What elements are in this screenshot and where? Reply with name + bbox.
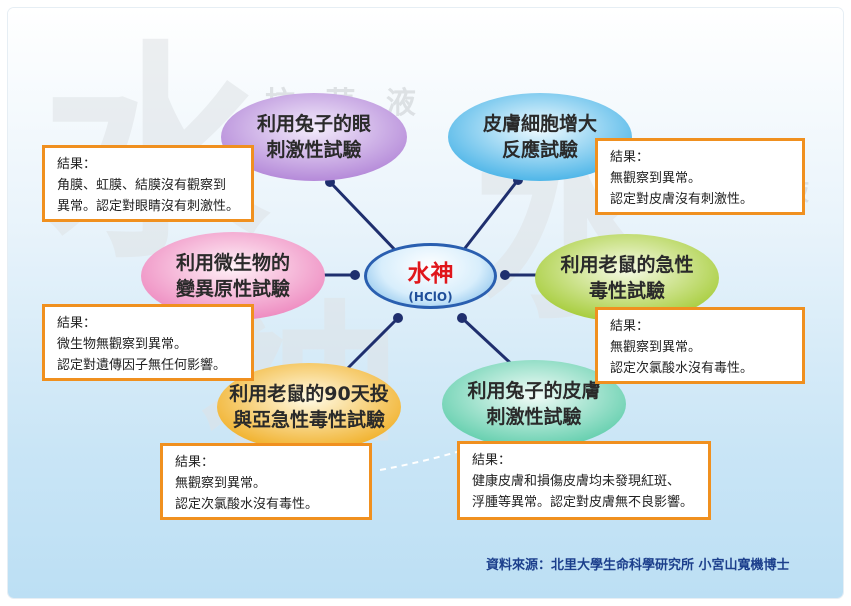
node-eye-line2: 刺激性試驗	[266, 139, 362, 161]
connector-rabbit-skin	[460, 316, 520, 372]
result-eye-label: 結果：	[57, 157, 97, 172]
result-rabbit-skin-label: 結果：	[472, 453, 512, 468]
result-mouse-acute-line2: 認定次氯酸水沒有毒性。	[610, 361, 754, 376]
node-rabbit-skin-line1: 利用兔子的皮膚	[467, 380, 601, 402]
result-skin-cell-line1: 無觀察到異常。	[610, 171, 702, 186]
connector-dot-mouse-90	[393, 313, 403, 323]
result-eye-line1: 角膜、虹膜、結膜沒有觀察到	[57, 178, 227, 193]
node-microbe-line1: 利用微生物的	[175, 252, 290, 274]
node-skin-cell-label: 皮膚細胞增大反應試驗	[448, 93, 632, 181]
connector-skin-cell	[460, 179, 520, 253]
node-mouse-acute-line2: 毒性試驗	[588, 280, 665, 302]
result-mouse-acute-line1: 無觀察到異常。	[610, 340, 702, 355]
result-box-rabbit-skin: 結果： 健康皮膚和損傷皮膚均未發現紅斑、 浮腫等異常。認定對皮膚無不良影響。	[457, 441, 711, 520]
result-rabbit-skin-line1: 健康皮膚和損傷皮膚均未發現紅斑、	[472, 474, 681, 489]
result-rabbit-skin-line2: 浮腫等異常。認定對皮膚無不良影響。	[472, 495, 694, 510]
node-mouse-90-line2: 與亞急性毒性試驗	[232, 409, 385, 431]
result-mouse-90-line1: 無觀察到異常。	[175, 476, 267, 491]
result-box-microbe: 結果： 微生物無觀察到異常。 認定對遺傳因子無任何影響。	[42, 304, 254, 381]
node-eye-shape	[221, 93, 407, 181]
result-microbe-line2: 認定對遺傳因子無任何影響。	[57, 358, 227, 373]
connector-dot-microbe	[350, 270, 360, 280]
node-skin-cell-line2: 反應試驗	[501, 139, 578, 161]
node-skin-cell-line1: 皮膚細胞增大	[482, 113, 597, 135]
result-box-skin-cell: 結果： 無觀察到異常。 認定對皮膚沒有刺激性。	[595, 138, 805, 215]
decorative-swoosh	[379, 429, 521, 471]
result-mouse-90-label: 結果：	[175, 455, 215, 470]
node-rabbit-skin-shape	[442, 360, 626, 448]
result-mouse-90-line2: 認定次氯酸水沒有毒性。	[175, 497, 319, 512]
result-microbe-line1: 微生物無觀察到異常。	[57, 337, 188, 352]
source-credit: 資料來源：北里大學生命科學研究所 小宮山寬機博士	[486, 558, 790, 573]
result-box-mouse-acute: 結果： 無觀察到異常。 認定次氯酸水沒有毒性。	[595, 307, 805, 384]
center-title: 水神	[407, 260, 454, 287]
center-node: 水神 (HClO)	[364, 243, 497, 309]
node-eye-label: 利用兔子的眼刺激性試驗	[221, 93, 407, 181]
result-eye-line2: 異常。認定對眼睛沒有刺激性。	[57, 199, 240, 214]
node-mouse-90-line1: 利用老鼠的90天投	[229, 383, 389, 405]
result-skin-cell-label: 結果：	[610, 150, 650, 165]
node-rabbit-skin-line2: 刺激性試驗	[486, 406, 582, 428]
connector-mouse-90	[346, 316, 400, 370]
result-skin-cell-line2: 認定對皮膚沒有刺激性。	[610, 192, 754, 207]
node-rabbit-skin-label: 利用兔子的皮膚刺激性試驗	[442, 360, 626, 448]
result-microbe-label: 結果：	[57, 316, 97, 331]
node-mouse-acute-shape	[535, 234, 719, 322]
node-microbe-shape	[141, 232, 325, 320]
node-mouse-90-shape	[217, 363, 401, 451]
node-eye-line1: 利用兔子的眼	[256, 113, 371, 135]
node-mouse-90-label: 利用老鼠的90天投與亞急性毒性試驗	[217, 363, 401, 451]
result-box-mouse-90: 結果： 無觀察到異常。 認定次氯酸水沒有毒性。	[160, 443, 372, 520]
node-skin-cell-shape	[448, 93, 632, 181]
connector-dot-mouse-acute	[500, 270, 510, 280]
center-subtitle: (HClO)	[408, 290, 453, 304]
node-mouse-acute-line1: 利用老鼠的急性	[560, 254, 694, 276]
result-box-eye: 結果： 角膜、虹膜、結膜沒有觀察到 異常。認定對眼睛沒有刺激性。	[42, 145, 254, 222]
connector-eye	[328, 180, 399, 254]
node-mouse-acute-label: 利用老鼠的急性毒性試驗	[535, 234, 719, 322]
connector-dot-rabbit-skin	[457, 313, 467, 323]
node-microbe-line2: 變異原性試驗	[175, 278, 290, 300]
node-microbe-label: 利用微生物的變異原性試驗	[141, 232, 325, 320]
result-mouse-acute-label: 結果：	[610, 319, 650, 334]
